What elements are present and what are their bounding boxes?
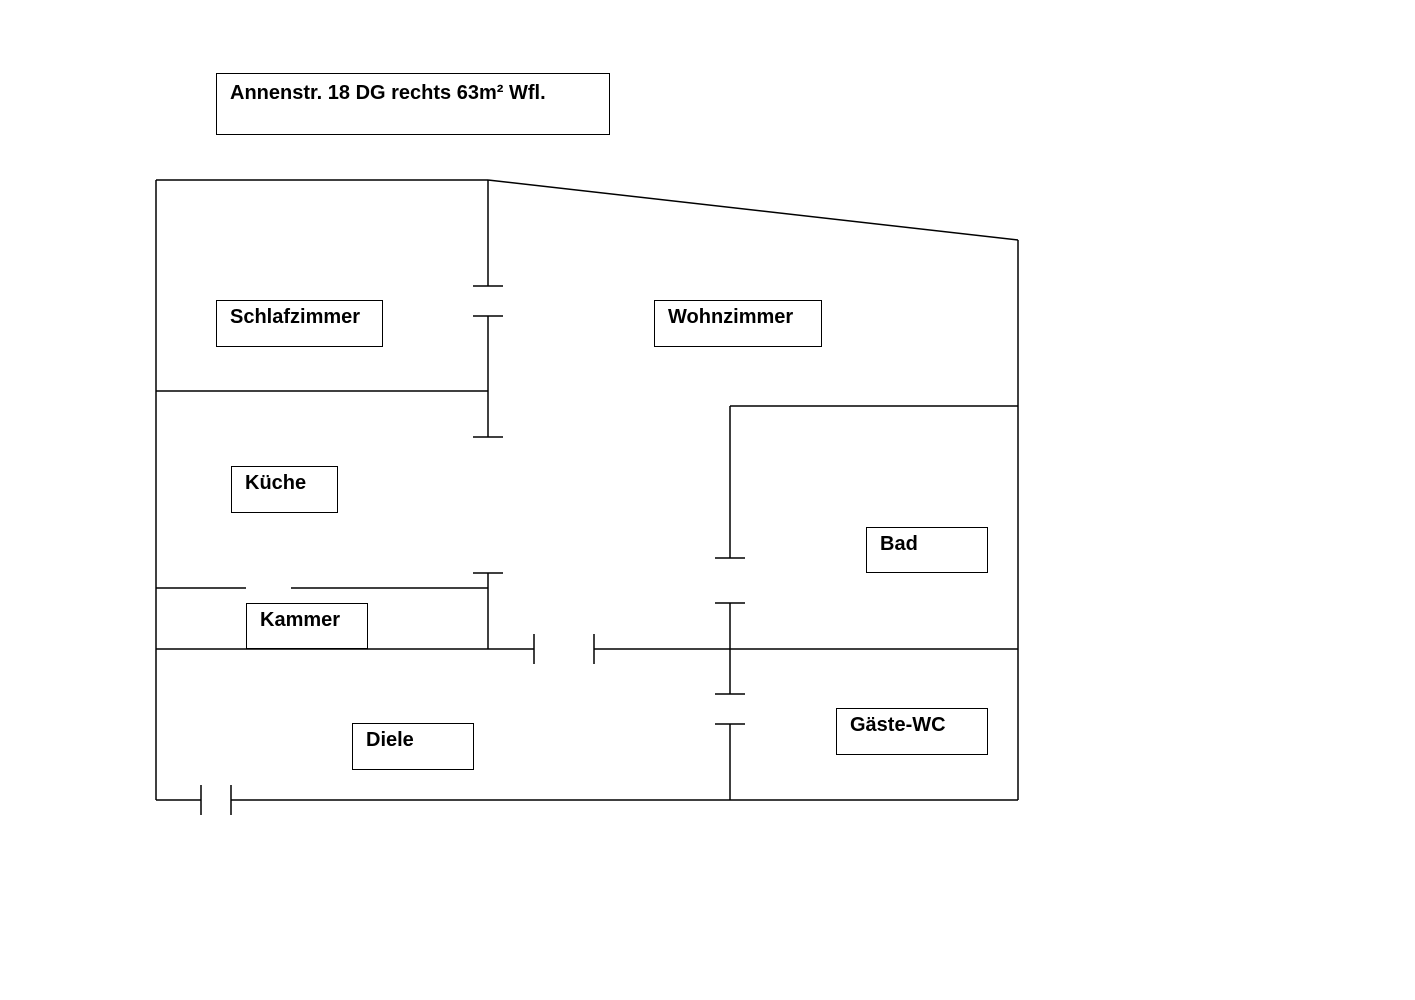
plan-title: Annenstr. 18 DG rechts 63m² Wfl. [216,73,610,135]
room-label-kueche: Küche [231,466,338,513]
room-label-diele: Diele [352,723,474,770]
room-label-wohnzimmer: Wohnzimmer [654,300,822,347]
room-label-gaeste-wc: Gäste-WC [836,708,988,755]
room-label-bad: Bad [866,527,988,573]
room-label-schlafzimmer: Schlafzimmer [216,300,383,347]
outer-wall-sloped-roof [487,179,1019,241]
room-label-kammer: Kammer [246,603,368,649]
